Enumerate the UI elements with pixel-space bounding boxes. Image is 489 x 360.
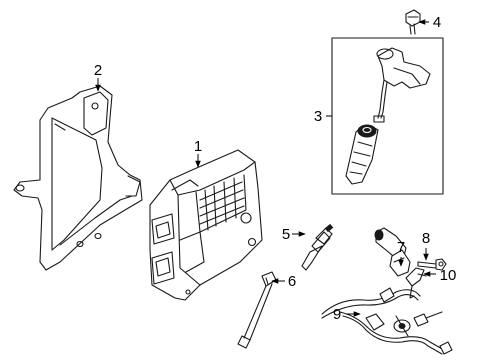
wiring-harness — [321, 287, 453, 355]
callout-2: 2 — [94, 62, 102, 79]
spark-plug — [301, 223, 334, 271]
callout-3: 3 — [314, 108, 322, 125]
callout-7: 7 — [397, 239, 405, 256]
callout-8: 8 — [422, 230, 430, 247]
callout-labels: 2 1 3 4 5 6 7 8 9 10 — [94, 14, 457, 323]
callout-5: 5 — [282, 226, 290, 243]
mounting-stud — [237, 271, 277, 349]
callout-6: 6 — [288, 273, 296, 290]
connector — [374, 227, 411, 277]
callout-9: 9 — [333, 306, 341, 323]
callout-4: 4 — [433, 14, 441, 31]
coil-boot — [345, 124, 379, 185]
engine-control-module — [149, 149, 263, 301]
leader-lines — [95, 19, 436, 317]
coil-bolt — [405, 9, 421, 35]
hex-bolt — [417, 258, 447, 271]
mounting-bracket — [13, 85, 143, 271]
callout-1: 1 — [194, 138, 202, 155]
harness-clip — [405, 267, 427, 299]
callout-10: 10 — [440, 267, 457, 284]
ignition-coil — [373, 47, 431, 123]
